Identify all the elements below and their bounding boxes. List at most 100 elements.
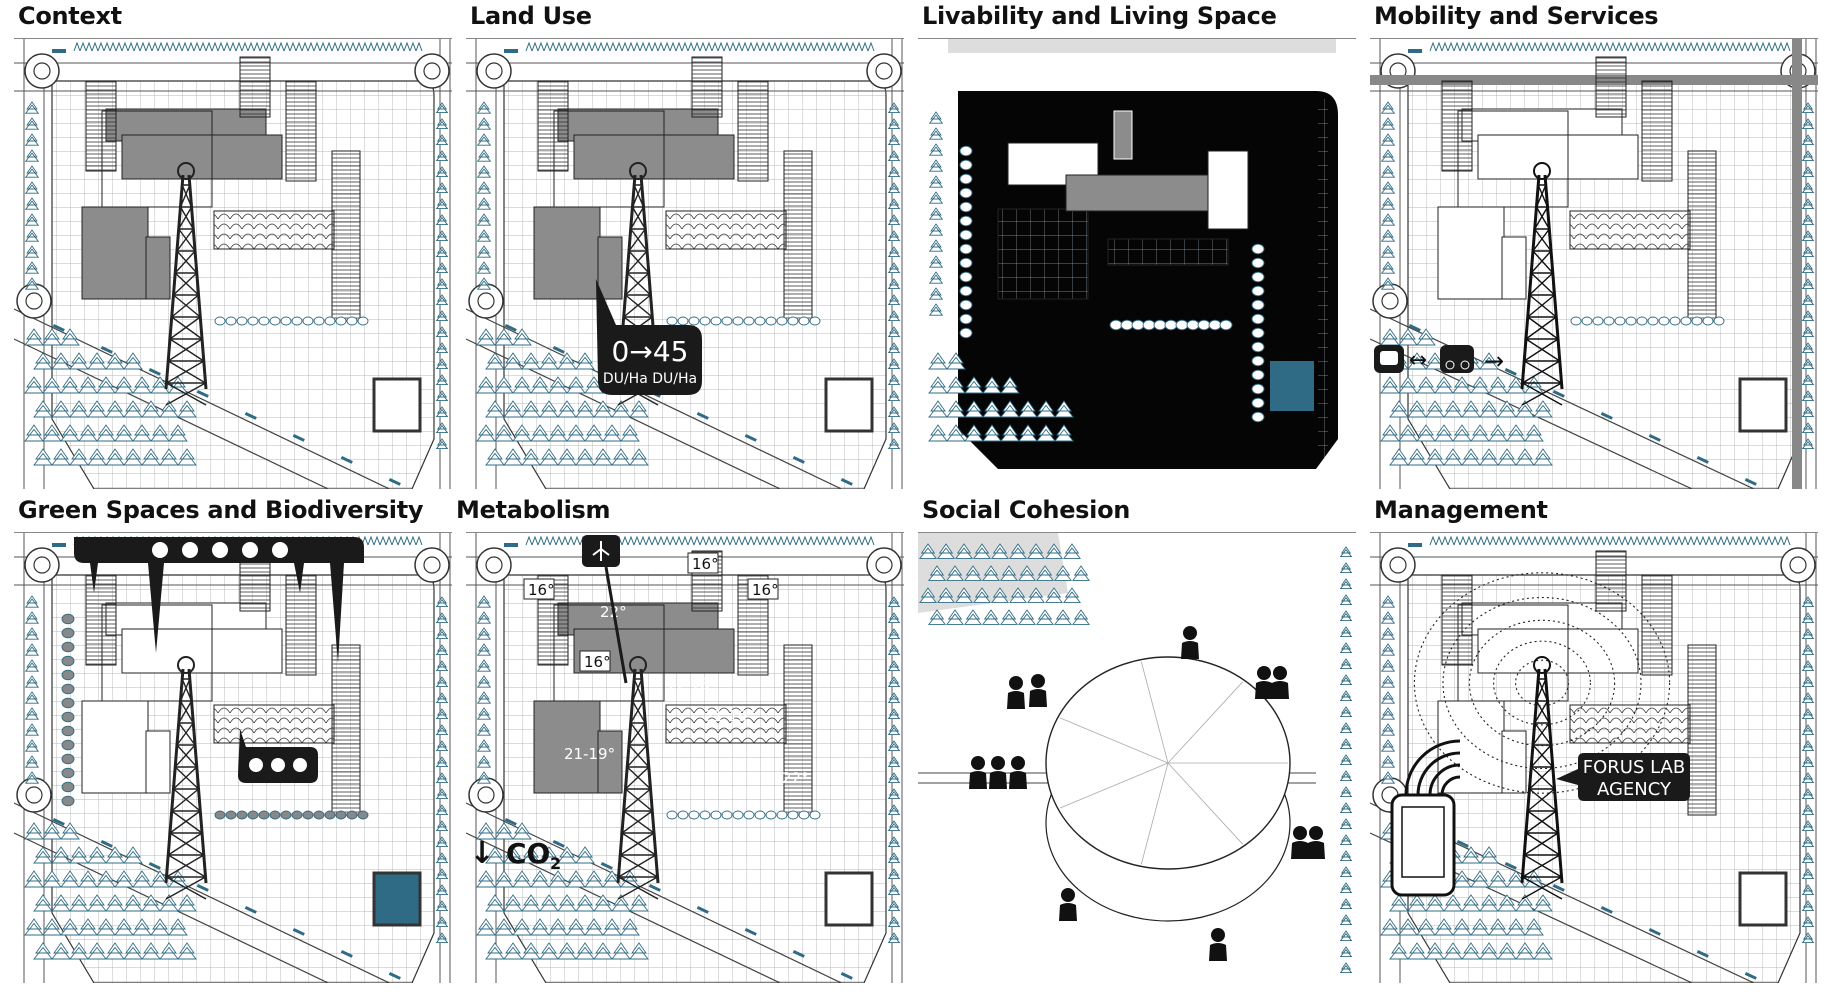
diagonal-path-markers <box>52 818 401 980</box>
tree-column-right <box>887 102 901 450</box>
building-hatched <box>1641 574 1673 676</box>
building-outline <box>1457 110 1569 208</box>
panel-title: Livability and Living Space <box>922 2 1277 30</box>
building-block <box>1477 628 1639 674</box>
diagonal-road <box>14 308 391 489</box>
hedge-row <box>1429 535 1791 546</box>
building-outline <box>101 110 213 208</box>
hedge-row <box>1429 41 1791 52</box>
building-hatched <box>691 56 723 118</box>
temperature-label: 21-19° <box>564 745 615 763</box>
bus-stop-marker <box>52 49 66 53</box>
person-icon <box>1211 928 1225 942</box>
building-hatched <box>1641 80 1673 182</box>
signal-range <box>1413 572 1671 794</box>
roundabout <box>16 283 52 319</box>
building-white <box>997 208 1089 300</box>
road-top-grey <box>1370 75 1818 85</box>
roundabout <box>866 547 902 583</box>
panel-social: Social Cohesion <box>918 494 1358 994</box>
building-block <box>597 236 623 300</box>
roundabout <box>24 53 60 89</box>
social-cohesion-drawing <box>918 533 1356 983</box>
person-icon <box>1257 666 1271 680</box>
top-plaza <box>948 39 1336 53</box>
buildings <box>533 56 813 322</box>
temperature-label: 16° <box>528 581 555 599</box>
tree-column-right <box>1801 102 1815 450</box>
tree-column-right <box>887 596 901 944</box>
panel-title: Mobility and Services <box>1374 2 1659 30</box>
tree-column-left <box>928 111 944 316</box>
tree-row <box>666 810 821 820</box>
person-icon <box>1031 674 1045 688</box>
site-plan-drawing <box>14 39 452 489</box>
panel-title: Social Cohesion <box>922 496 1131 524</box>
community-table <box>1045 656 1291 922</box>
pool-square <box>372 377 422 433</box>
temperature-label: 16° <box>692 555 719 573</box>
agency-name-line2: AGENCY <box>1597 779 1672 800</box>
wifi-icon <box>1404 739 1461 796</box>
building-hatched <box>783 150 813 322</box>
building-block <box>1437 700 1505 794</box>
roundabout <box>866 53 902 89</box>
temperature-label: 21-19° <box>704 707 755 725</box>
biodiversity-callout <box>74 537 364 663</box>
tree-column-right <box>435 102 449 450</box>
panel-context: Context <box>14 0 454 490</box>
left-road <box>475 533 497 983</box>
forest-area <box>24 328 197 466</box>
exchange-icon: ↔ <box>1409 348 1427 373</box>
building-white <box>1107 238 1229 266</box>
building-hatched <box>85 574 117 666</box>
bus-stop-marker <box>1408 543 1422 547</box>
housing-row <box>665 210 787 250</box>
temperature-label: 16° <box>752 581 779 599</box>
transmission-tower <box>1520 162 1564 406</box>
tree-row <box>214 316 369 326</box>
hedge-row <box>525 41 875 52</box>
transmission-tower <box>164 162 208 406</box>
panel-green: Green Spaces and Biodiversity <box>14 494 454 994</box>
person-icon <box>1309 826 1323 840</box>
transmission-tower <box>1520 656 1564 900</box>
building-hatched <box>1595 550 1627 612</box>
bus-stop-marker <box>504 543 518 547</box>
left-road <box>475 39 497 489</box>
building-block <box>81 700 149 794</box>
building-block <box>145 730 171 794</box>
tree-column-left <box>476 595 492 784</box>
bus-stop-marker <box>504 49 518 53</box>
smartphone-icon <box>1390 793 1456 897</box>
forest-area <box>928 352 1074 442</box>
building-block <box>145 236 171 300</box>
right-lane <box>1318 99 1328 459</box>
co2-label: CO <box>506 837 550 870</box>
bus-stop-marker <box>1408 49 1422 53</box>
building-block <box>1501 236 1527 300</box>
person-icon <box>1009 676 1023 690</box>
pool-square <box>1738 871 1788 927</box>
density-value: 0→45 <box>612 335 689 368</box>
roundabout <box>1780 547 1816 583</box>
temperature-label: 17-18° <box>666 675 717 693</box>
person-icon <box>1273 666 1287 680</box>
forest-area <box>476 328 649 466</box>
site-map: 16°16°16°16°22°17-18°21-19°21-19°22°↓CO2 <box>466 532 904 983</box>
building-hatched <box>737 80 769 182</box>
tree-column-bright <box>959 145 973 339</box>
building-block <box>121 628 283 674</box>
building-block <box>81 206 149 300</box>
building-block <box>573 134 735 180</box>
tree-column-left <box>24 595 40 784</box>
building-hatched <box>783 644 813 816</box>
transmission-tower <box>164 656 208 900</box>
buildings <box>81 550 361 816</box>
building-hatched <box>85 80 117 172</box>
